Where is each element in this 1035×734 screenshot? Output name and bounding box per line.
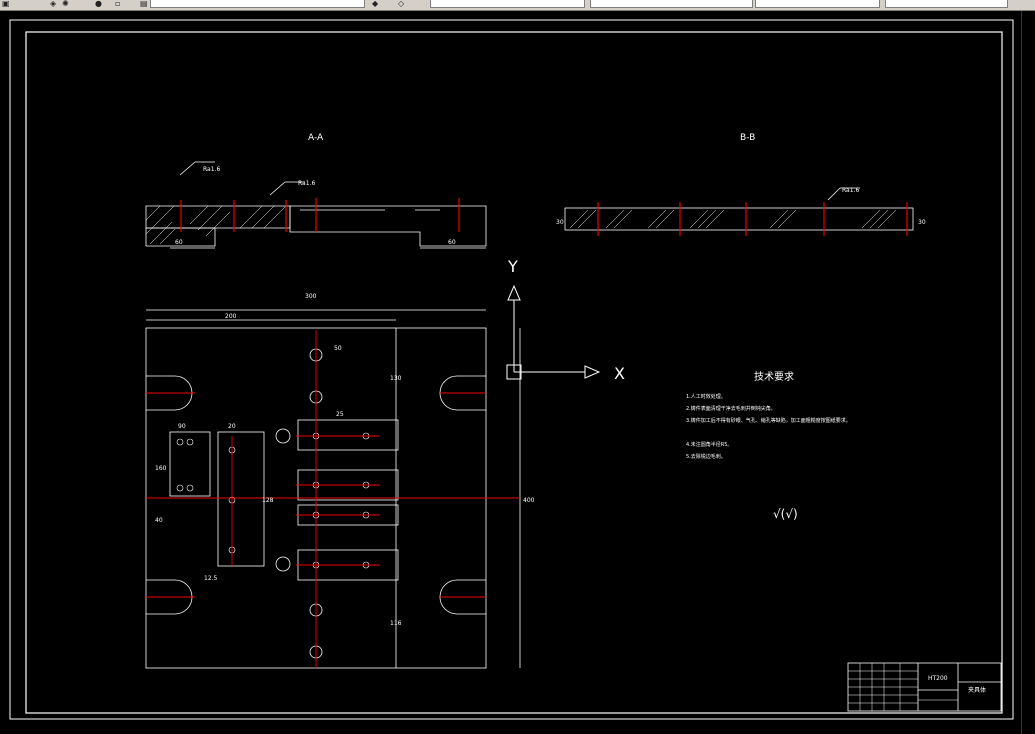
lightbulb-icon[interactable]: ◈ <box>50 0 57 8</box>
roughness-1: Ra1.6 <box>203 166 220 173</box>
lineweight-dropdown[interactable] <box>755 0 880 8</box>
dim-20: 20 <box>228 423 236 430</box>
surface-check-mark: √(√) <box>773 507 798 521</box>
outer-frame <box>9 19 1014 720</box>
dim-90: 90 <box>178 423 186 430</box>
tech-requirements-title: 技术要求 <box>754 370 794 383</box>
layer-dropdown[interactable] <box>150 0 365 8</box>
axis-y-label: Y <box>507 257 518 276</box>
tech-line-1: 1.人工时效处理。 <box>686 393 726 400</box>
layer-icon[interactable]: ▣ <box>2 0 10 8</box>
inner-frame <box>25 31 1003 714</box>
dim-40: 40 <box>155 517 163 524</box>
tech-line-3: 3.铸件加工后不得有砂眼、气孔、缩孔等缺陷，加工面粗糙度按图纸要求。 <box>686 417 851 424</box>
title-block-material: HT200 <box>928 675 948 682</box>
layer-previous-icon[interactable]: ◇ <box>398 0 405 8</box>
lock-icon[interactable]: ● <box>95 0 102 8</box>
dim-116: 116 <box>390 620 402 627</box>
dim-50: 50 <box>334 345 342 352</box>
right-scroll-area[interactable] <box>1021 11 1035 734</box>
section-aa-label: A-A <box>308 133 324 143</box>
plotstyle-dropdown[interactable] <box>885 0 1008 8</box>
linetype-dropdown[interactable] <box>590 0 753 8</box>
dim-60-aa: 60 <box>175 239 183 246</box>
dim-30-bb: 30 <box>556 219 564 226</box>
make-current-icon[interactable]: ◆ <box>372 0 379 8</box>
section-bb-label: B-B <box>740 133 755 143</box>
plan-view <box>145 309 521 669</box>
title-block <box>847 662 1002 712</box>
color-dropdown[interactable] <box>430 0 585 8</box>
sun-icon[interactable]: ✺ <box>62 0 69 8</box>
layer-state-icon[interactable]: ▫ <box>115 0 121 8</box>
dim-400: 400 <box>523 497 535 504</box>
dim-60-aa-right: 60 <box>448 239 456 246</box>
dim-300: 300 <box>305 293 317 300</box>
tech-line-4: 4.未注圆角半径R5。 <box>686 441 732 448</box>
roughness-2: Ra1.6 <box>298 180 315 187</box>
dim-200: 200 <box>225 313 237 320</box>
axis-x-label: X <box>614 364 625 383</box>
dim-130: 130 <box>390 375 402 382</box>
title-block-name: 夹具体 <box>968 686 986 694</box>
match-layer-icon[interactable]: ▤ <box>140 0 148 8</box>
dim-128: 128 <box>262 497 274 504</box>
cad-toolbar: ▣ ◈ ✺ ● ▫ ▤ ◆ ◇ <box>0 0 1035 11</box>
tech-line-2: 2.铸件表面清理干净去毛刺并倒钝尖角。 <box>686 405 776 412</box>
dim-12-5: 12.5 <box>204 575 218 582</box>
dim-160: 160 <box>155 465 167 472</box>
centerlines <box>146 330 520 668</box>
ucs-axes <box>506 284 601 380</box>
section-bb-view <box>564 187 914 236</box>
roughness-3: Ra1.6 <box>842 187 859 194</box>
section-aa-view <box>145 161 487 249</box>
dim-25: 25 <box>336 411 344 418</box>
tech-line-5: 5.去除锐边毛刺。 <box>686 453 726 460</box>
dim-30-bb-right: 30 <box>918 219 926 226</box>
